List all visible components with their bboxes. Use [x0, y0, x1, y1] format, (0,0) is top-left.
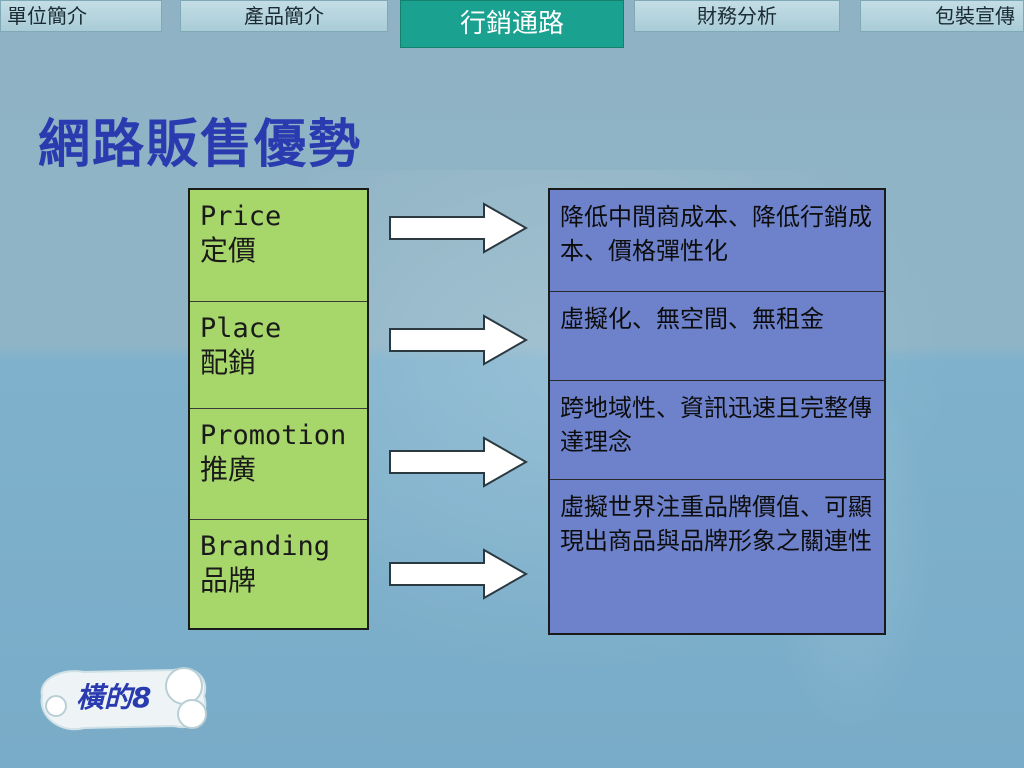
list-item-price: Price 定價 [190, 190, 367, 302]
tab-product-intro[interactable]: 產品簡介 [180, 0, 388, 32]
arrow-right-icon [389, 314, 529, 366]
advantage-list: 降低中間商成本、降低行銷成本、價格彈性化 虛擬化、無空間、無租金 跨地域性、資訊… [548, 188, 886, 635]
marketing-mix-list: Price 定價 Place 配銷 Promotion 推廣 Branding … [188, 188, 369, 630]
tab-unit-intro[interactable]: 單位簡介 [0, 0, 162, 32]
top-nav: 單位簡介 產品簡介 行銷通路 財務分析 包裝宣傳 [0, 0, 1024, 50]
tab-marketing-channel[interactable]: 行銷通路 [400, 0, 624, 48]
arrow-right-icon [389, 548, 529, 600]
item-en-label: Price [200, 201, 282, 232]
list-item-branding: Branding 品牌 [190, 520, 367, 628]
item-zh-label: 品牌 [200, 564, 257, 597]
item-zh-label: 推廣 [200, 453, 257, 486]
brand-logo-icon [40, 667, 207, 731]
arrow-right-icon [389, 436, 529, 488]
advantage-item-branding: 虛擬世界注重品牌價值、可顯現出商品與品牌形象之關連性 [560, 493, 872, 555]
list-item-place: Place 配銷 [190, 302, 367, 409]
item-en-label: Branding [200, 531, 331, 562]
list-item-promotion: Promotion 推廣 [190, 409, 367, 520]
slide-title: 網路販售優勢 [38, 115, 363, 175]
tab-financial-analysis[interactable]: 財務分析 [634, 0, 840, 32]
item-zh-label: 定價 [200, 234, 257, 267]
item-en-label: Promotion [200, 420, 347, 451]
item-en-label: Place [200, 313, 282, 344]
item-zh-label: 配銷 [200, 346, 257, 379]
arrow-right-icon [389, 202, 529, 254]
tab-packaging-promo[interactable]: 包裝宣傳 [860, 0, 1024, 32]
logo-text: 橫的8 [76, 681, 152, 714]
advantage-item-promotion: 跨地域性、資訊迅速且完整傳達理念 [550, 381, 884, 480]
advantage-item-price: 降低中間商成本、降低行銷成本、價格彈性化 [550, 190, 884, 292]
advantage-item-place: 虛擬化、無空間、無租金 [550, 292, 884, 381]
